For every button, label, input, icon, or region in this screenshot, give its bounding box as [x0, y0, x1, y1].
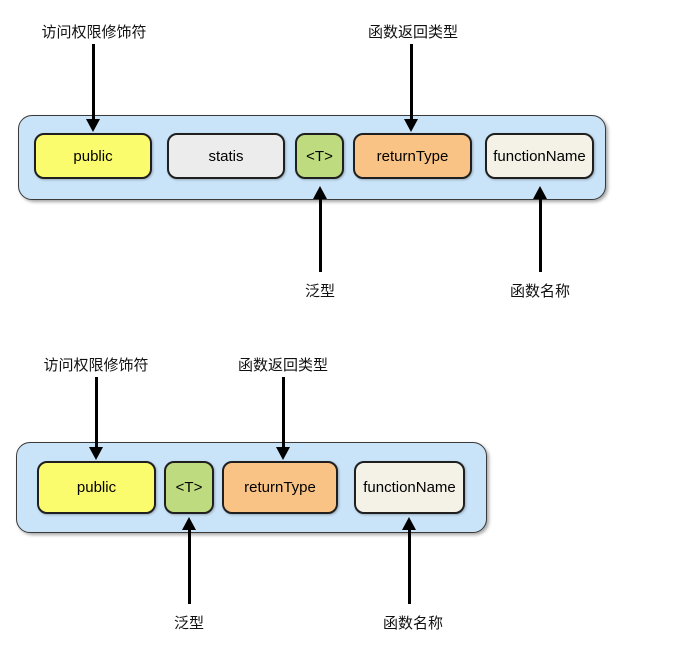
bottom-label-function-name: 函数名称: [382, 615, 443, 632]
bottom-up-arrow-generic: [182, 517, 196, 604]
bottom-label-access-modifier: 访问权限修饰符: [43, 357, 149, 374]
arrow-shaft: [538, 199, 542, 272]
bottom-box-generic: <T>: [164, 461, 214, 514]
top-signature-container: public statis <T> returnType functionNam…: [18, 115, 606, 200]
top-box-static: statis: [167, 133, 285, 179]
top-up-arrow-generic: [313, 186, 327, 272]
top-box-generic: <T>: [295, 133, 344, 179]
top-label-function-name: 函数名称: [509, 283, 570, 300]
bottom-down-arrow-access: [89, 377, 103, 460]
bottom-box-return-type: returnType: [222, 461, 338, 514]
arrow-down-icon: [86, 119, 100, 132]
top-down-arrow-return: [404, 44, 418, 132]
top-label-return-type: 函数返回类型: [367, 24, 458, 41]
bottom-down-arrow-return: [276, 377, 290, 460]
top-label-generic: 泛型: [304, 283, 335, 300]
arrow-down-icon: [404, 119, 418, 132]
top-label-access-modifier: 访问权限修饰符: [41, 24, 147, 41]
top-box-return-type: returnType: [353, 133, 472, 179]
top-up-arrow-function-name: [533, 186, 547, 272]
arrow-down-icon: [276, 447, 290, 460]
top-down-arrow-access: [86, 44, 100, 132]
arrow-up-icon: [182, 517, 196, 530]
arrow-shaft: [409, 44, 413, 119]
bottom-box-public: public: [37, 461, 156, 514]
arrow-up-icon: [402, 517, 416, 530]
arrow-down-icon: [89, 447, 103, 460]
arrow-shaft: [91, 44, 95, 119]
bottom-up-arrow-function-name: [402, 517, 416, 604]
top-box-function-name: functionName: [485, 133, 594, 179]
top-box-public: public: [34, 133, 152, 179]
bottom-label-return-type: 函数返回类型: [237, 357, 328, 374]
arrow-up-icon: [533, 186, 547, 199]
arrow-shaft: [407, 530, 411, 604]
bottom-signature-container: public <T> returnType functionName: [16, 442, 487, 533]
arrow-shaft: [94, 377, 98, 447]
bottom-label-generic: 泛型: [173, 615, 204, 632]
arrow-shaft: [281, 377, 285, 447]
arrow-up-icon: [313, 186, 327, 199]
arrow-shaft: [318, 199, 322, 272]
arrow-shaft: [187, 530, 191, 604]
bottom-box-function-name: functionName: [354, 461, 465, 514]
